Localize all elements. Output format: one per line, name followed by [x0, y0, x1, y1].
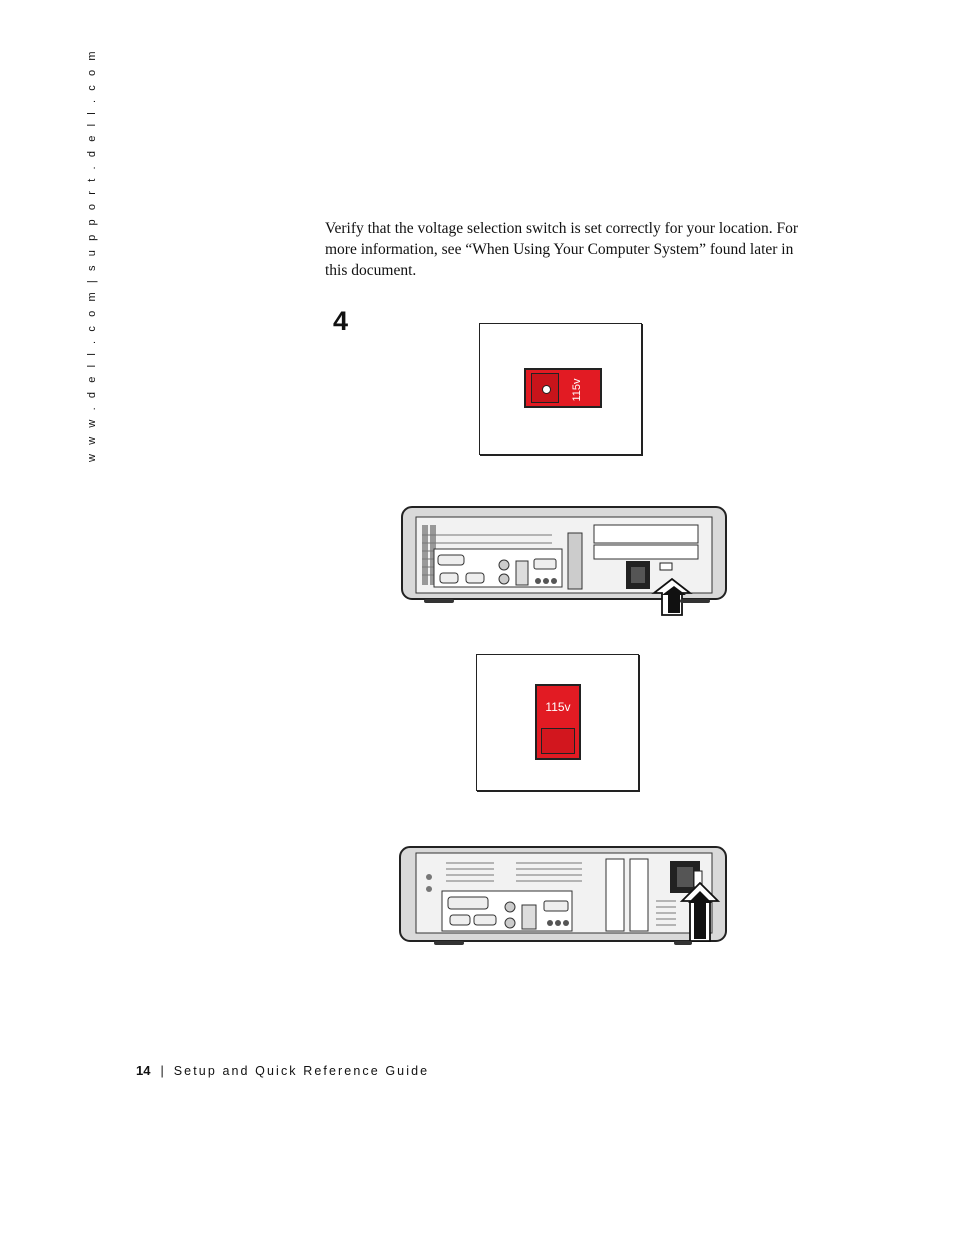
step-number: 4: [333, 306, 349, 336]
computer-rear-panel-illustration-2: [399, 846, 727, 945]
switch-rocker: [541, 728, 575, 754]
switch-voltage-label: 115v: [571, 378, 583, 402]
body-paragraph: Verify that the voltage selection switch…: [325, 220, 799, 279]
switch-rocker: [531, 373, 559, 403]
guide-title: Setup and Quick Reference Guide: [173, 1064, 430, 1078]
sidebar-url: w w w . d e l l . c o m | s u p p o r t …: [86, 48, 98, 462]
switch-voltage-label: 115v: [545, 700, 571, 714]
page-number: 14: [136, 1063, 151, 1078]
voltage-switch-horizontal: 115v: [524, 368, 602, 408]
footer-separator: |: [160, 1064, 164, 1078]
computer-rear-panel-illustration-1: [401, 506, 727, 616]
voltage-switch-callout-vertical: 115v: [476, 654, 639, 791]
voltage-switch-callout-horizontal: 115v: [479, 323, 642, 455]
switch-dot-icon: [542, 385, 551, 394]
page-footer: 14 | Setup and Quick Reference Guide: [136, 1063, 429, 1078]
voltage-switch-vertical: 115v: [535, 684, 581, 760]
